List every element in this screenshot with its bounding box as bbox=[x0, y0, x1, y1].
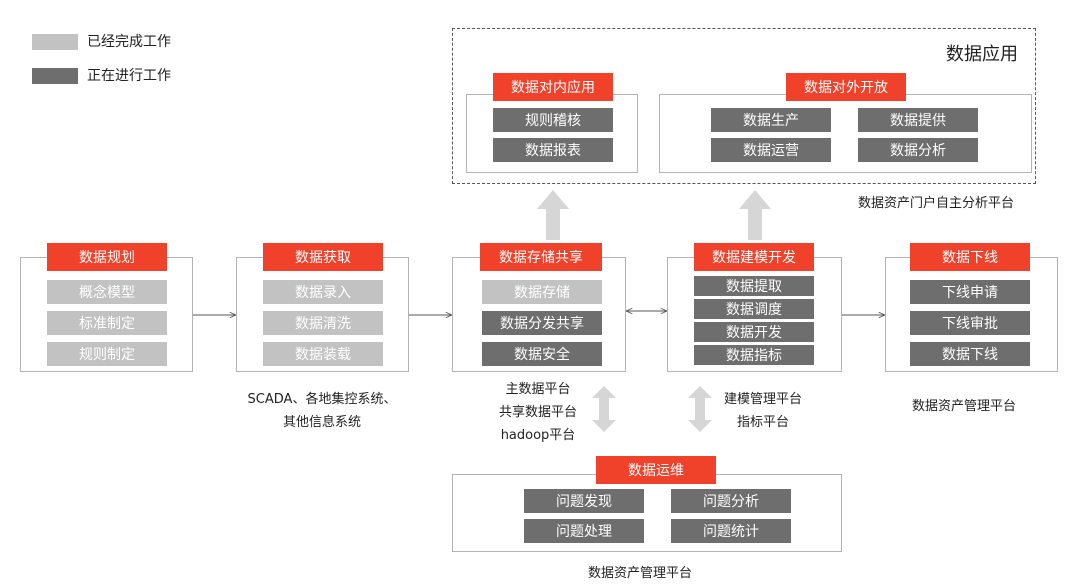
item-data-offline: 数据下线 bbox=[910, 342, 1030, 366]
item-data-cleaning: 数据清洗 bbox=[263, 311, 383, 335]
storage-caption-line-2: 共享数据平台 bbox=[498, 405, 577, 420]
data-app-title: 数据应用 bbox=[946, 44, 1018, 65]
item-data-operation: 数据运营 bbox=[711, 138, 831, 162]
storage-header: 数据存储共享 bbox=[480, 243, 602, 271]
modeling-caption: 建模管理平台 指标平台 bbox=[703, 388, 823, 434]
storage-caption-line-1: 主数据平台 bbox=[505, 382, 571, 397]
up-arrow-modeling bbox=[739, 190, 771, 240]
modeling-header: 数据建模开发 bbox=[694, 243, 814, 271]
item-problem-discovery: 问题发现 bbox=[524, 489, 644, 513]
item-concept-model: 概念模型 bbox=[47, 280, 167, 304]
legend-label-done: 已经完成工作 bbox=[87, 34, 171, 50]
bidirectional-arrow-storage-ops bbox=[592, 386, 616, 432]
internal-app-header: 数据对内应用 bbox=[493, 73, 613, 101]
item-standard-setting: 标准制定 bbox=[47, 311, 167, 335]
item-offline-application: 下线申请 bbox=[910, 280, 1030, 304]
storage-caption-line-3: hadoop平台 bbox=[500, 428, 576, 443]
item-rule-audit: 规则稽核 bbox=[493, 108, 613, 132]
offline-caption: 数据资产管理平台 bbox=[912, 399, 1017, 414]
data-app-caption: 数据资产门户自主分析平台 bbox=[858, 196, 1015, 211]
legend-swatch-done bbox=[32, 34, 78, 50]
ops-caption: 数据资产管理平台 bbox=[588, 566, 693, 581]
offline-header: 数据下线 bbox=[910, 243, 1030, 271]
item-problem-analysis: 问题分析 bbox=[671, 489, 791, 513]
item-data-security: 数据安全 bbox=[482, 342, 602, 366]
acquisition-header: 数据获取 bbox=[263, 243, 383, 271]
item-data-analysis: 数据分析 bbox=[858, 138, 978, 162]
modeling-caption-line-2: 指标平台 bbox=[736, 415, 789, 430]
up-arrow-storage bbox=[537, 190, 569, 240]
item-data-indicator: 数据指标 bbox=[694, 345, 814, 365]
item-offline-approval: 下线审批 bbox=[910, 311, 1030, 335]
item-problem-handling: 问题处理 bbox=[524, 519, 644, 543]
item-problem-statistics: 问题统计 bbox=[671, 519, 791, 543]
item-data-entry: 数据录入 bbox=[263, 280, 383, 304]
item-data-production: 数据生产 bbox=[711, 108, 831, 132]
acquisition-caption-line-1: SCADA、各地集控系统、 bbox=[247, 392, 397, 407]
bidirectional-arrow-modeling-ops bbox=[688, 386, 712, 432]
item-data-scheduling: 数据调度 bbox=[694, 299, 814, 319]
acquisition-caption: SCADA、各地集控系统、 其他信息系统 bbox=[222, 388, 422, 434]
modeling-caption-line-1: 建模管理平台 bbox=[723, 392, 802, 407]
item-data-development: 数据开发 bbox=[694, 322, 814, 342]
item-rule-setting: 规则制定 bbox=[47, 342, 167, 366]
item-data-extraction: 数据提取 bbox=[694, 276, 814, 296]
item-data-storage: 数据存储 bbox=[482, 280, 602, 304]
ops-header: 数据运维 bbox=[596, 456, 716, 484]
legend-swatch-in-progress bbox=[32, 68, 78, 84]
legend-label-in-progress: 正在进行工作 bbox=[87, 68, 171, 84]
item-data-loading: 数据装载 bbox=[263, 342, 383, 366]
item-data-provision: 数据提供 bbox=[858, 108, 978, 132]
acquisition-caption-line-2: 其他信息系统 bbox=[282, 415, 361, 430]
planning-header: 数据规划 bbox=[47, 243, 167, 271]
external-app-header: 数据对外开放 bbox=[786, 73, 906, 101]
item-data-report: 数据报表 bbox=[493, 138, 613, 162]
storage-caption: 主数据平台 共享数据平台 hadoop平台 bbox=[478, 378, 598, 447]
item-data-distribution-sharing: 数据分发共享 bbox=[482, 311, 602, 335]
data-app-container bbox=[452, 28, 1036, 184]
